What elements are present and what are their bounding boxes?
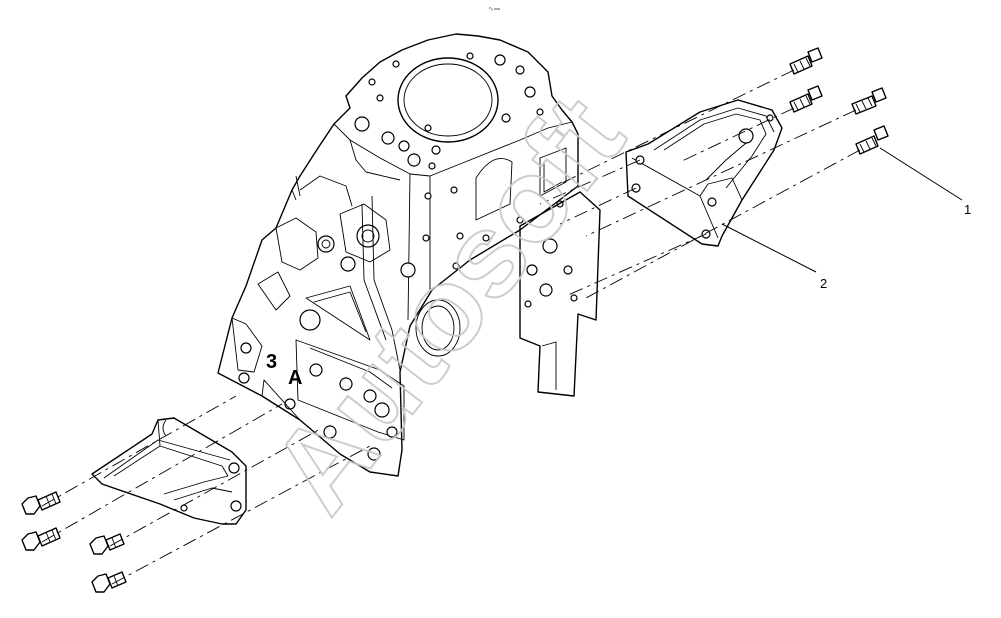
engine-block: 3 A [217, 33, 579, 477]
bolt-upper-3 [851, 87, 887, 115]
callout-label-2: 2 [820, 276, 827, 291]
callout-2: 2 [721, 223, 827, 291]
bolt-lower-4 [91, 571, 127, 593]
bolt-lower-3 [89, 533, 125, 555]
block-emboss-a: A [288, 367, 302, 389]
rear-plate [519, 191, 601, 397]
upper-bracket [625, 99, 783, 247]
bolt-upper-1 [789, 47, 823, 75]
header-mark: ᵒᵤ ₘₘ [489, 6, 500, 12]
callout-1: 1 [879, 147, 971, 217]
bolt-lower-1 [21, 491, 61, 515]
block-emboss-3: 3 [266, 351, 277, 373]
bolt-upper-2 [789, 85, 823, 113]
callout-label-1: 1 [964, 202, 971, 217]
bolt-lower-2 [21, 527, 61, 551]
